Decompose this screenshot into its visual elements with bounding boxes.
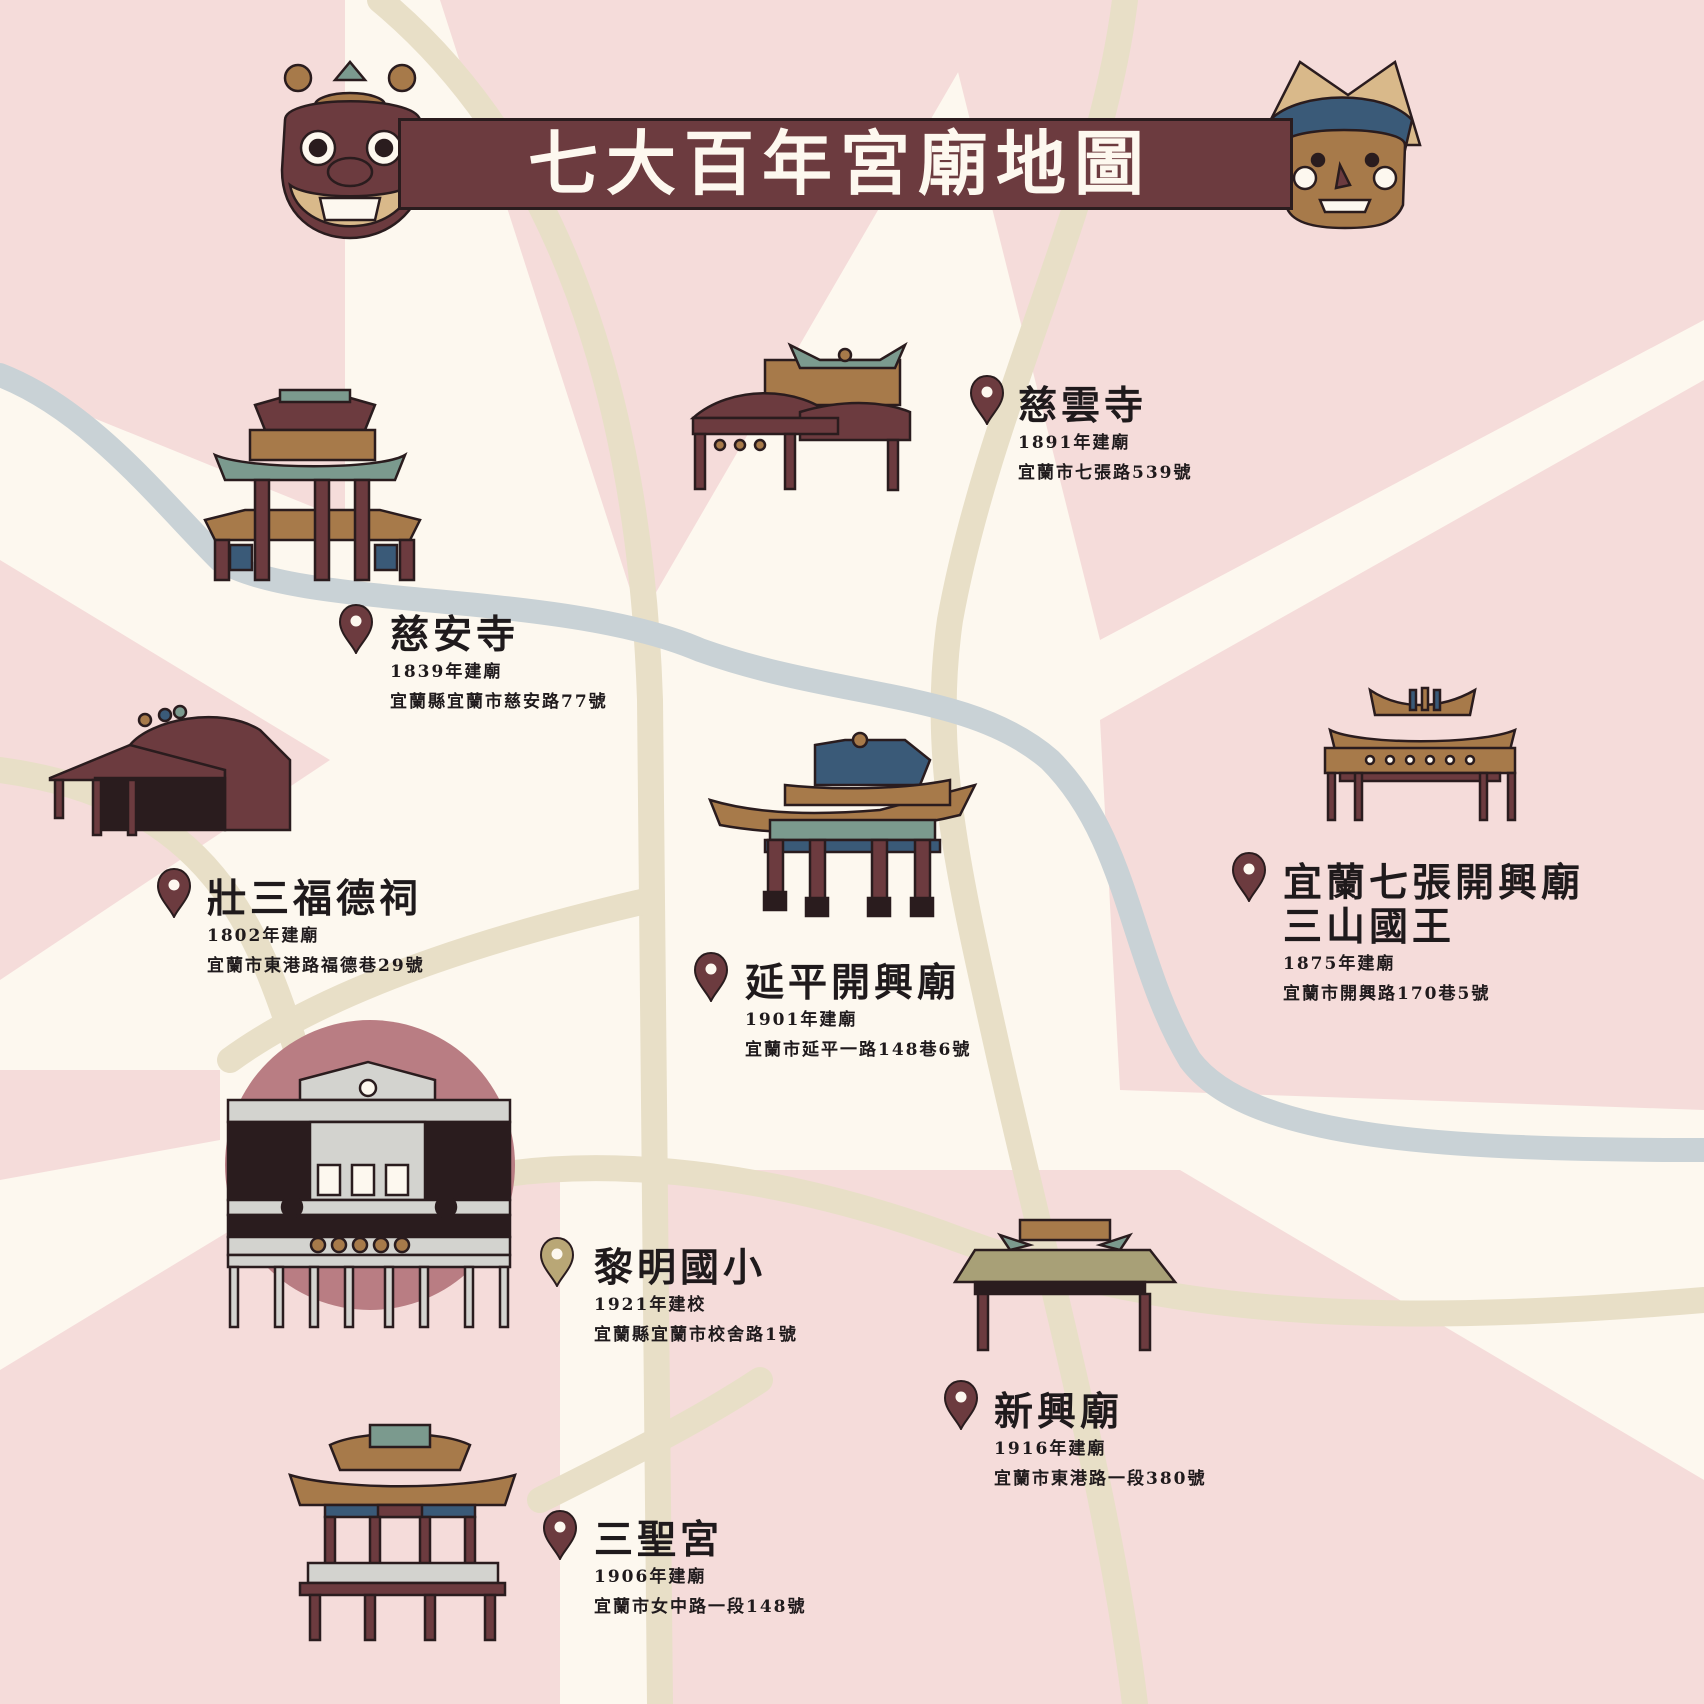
location-ciyun[interactable]: 慈雲寺 1891年建廟 宜蘭市七張路539號 (1018, 384, 1193, 488)
location-address: 宜蘭市東港路一段380號 (994, 1469, 1207, 1489)
location-liming[interactable]: 黎明國小 1921年建校 宜蘭縣宜蘭市校舍路1號 (594, 1246, 798, 1350)
ciyun-temple-illustration (689, 341, 912, 492)
lion-mascot-icon (280, 60, 427, 240)
location-yanping[interactable]: 延平開興廟 1901年建廟 宜蘭市延平一路148巷6號 (745, 961, 971, 1065)
map-pin-icon[interactable] (157, 868, 191, 918)
location-year: 1906年建廟 (594, 1567, 707, 1587)
map-pin-icon[interactable] (1232, 852, 1266, 902)
location-year: 1891年建廟 (1018, 433, 1131, 453)
location-name: 延平開興廟 (745, 960, 961, 1006)
page-title: 七大百年宮廟地圖 (528, 123, 1152, 205)
location-address: 宜蘭市東港路福德巷29號 (207, 956, 425, 976)
map-pin-icon[interactable] (543, 1510, 577, 1560)
location-year: 1802年建廟 (207, 926, 320, 946)
location-name: 黎明國小 (594, 1245, 767, 1291)
location-year: 1901年建廟 (745, 1010, 858, 1030)
location-address: 宜蘭縣宜蘭市慈安路77號 (390, 692, 608, 712)
location-name: 慈安寺 (390, 612, 520, 658)
location-name-line2: 三山國王 (1283, 904, 1456, 950)
location-address: 宜蘭縣宜蘭市校舍路1號 (594, 1325, 798, 1345)
location-name: 壯三福德祠 (207, 876, 423, 922)
location-name-line1: 宜蘭七張開興廟 (1283, 860, 1585, 906)
location-address: 宜蘭市女中路一段148號 (594, 1597, 807, 1617)
xinxing-temple-illustration (952, 1218, 1178, 1352)
zhuangsan-shrine-illustration (48, 704, 292, 837)
location-name: 三聖宮 (594, 1517, 724, 1563)
location-year: 1916年建廟 (994, 1439, 1107, 1459)
map-pin-icon[interactable] (694, 952, 728, 1002)
location-address: 宜蘭市七張路539號 (1018, 463, 1193, 483)
location-address: 宜蘭市開興路170巷5號 (1283, 984, 1491, 1004)
cian-temple-illustration (203, 388, 422, 582)
location-qizhang[interactable]: 宜蘭七張開興廟 三山國王 1875年建廟 宜蘭市開興路170巷5號 (1283, 861, 1584, 1009)
qizhang-temple-illustration (1323, 686, 1517, 822)
mask-mascot-icon (1255, 59, 1422, 230)
location-name: 新興廟 (994, 1389, 1124, 1435)
location-zhuangsan[interactable]: 壯三福德祠 1802年建廟 宜蘭市東港路福德巷29號 (207, 877, 425, 981)
location-sansheng[interactable]: 三聖宮 1906年建廟 宜蘭市女中路一段148號 (594, 1518, 807, 1622)
map-pin-icon[interactable] (970, 375, 1004, 425)
location-name: 慈雲寺 (1018, 383, 1148, 429)
liming-school-illustration (226, 1060, 512, 1329)
map-pin-icon[interactable] (339, 604, 373, 654)
location-address: 宜蘭市延平一路148巷6號 (745, 1040, 972, 1060)
location-cian[interactable]: 慈安寺 1839年建廟 宜蘭縣宜蘭市慈安路77號 (390, 613, 608, 717)
location-year: 1839年建廟 (390, 662, 503, 682)
school-pin-icon[interactable] (540, 1237, 574, 1287)
location-xinxing[interactable]: 新興廟 1916年建廟 宜蘭市東港路一段380號 (994, 1390, 1207, 1494)
map-pin-icon[interactable] (944, 1380, 978, 1430)
location-year: 1875年建廟 (1283, 954, 1396, 974)
yanping-temple-illustration (707, 731, 978, 918)
sansheng-temple-illustration (288, 1423, 517, 1642)
title-banner (398, 118, 1293, 210)
location-year: 1921年建校 (594, 1295, 707, 1315)
